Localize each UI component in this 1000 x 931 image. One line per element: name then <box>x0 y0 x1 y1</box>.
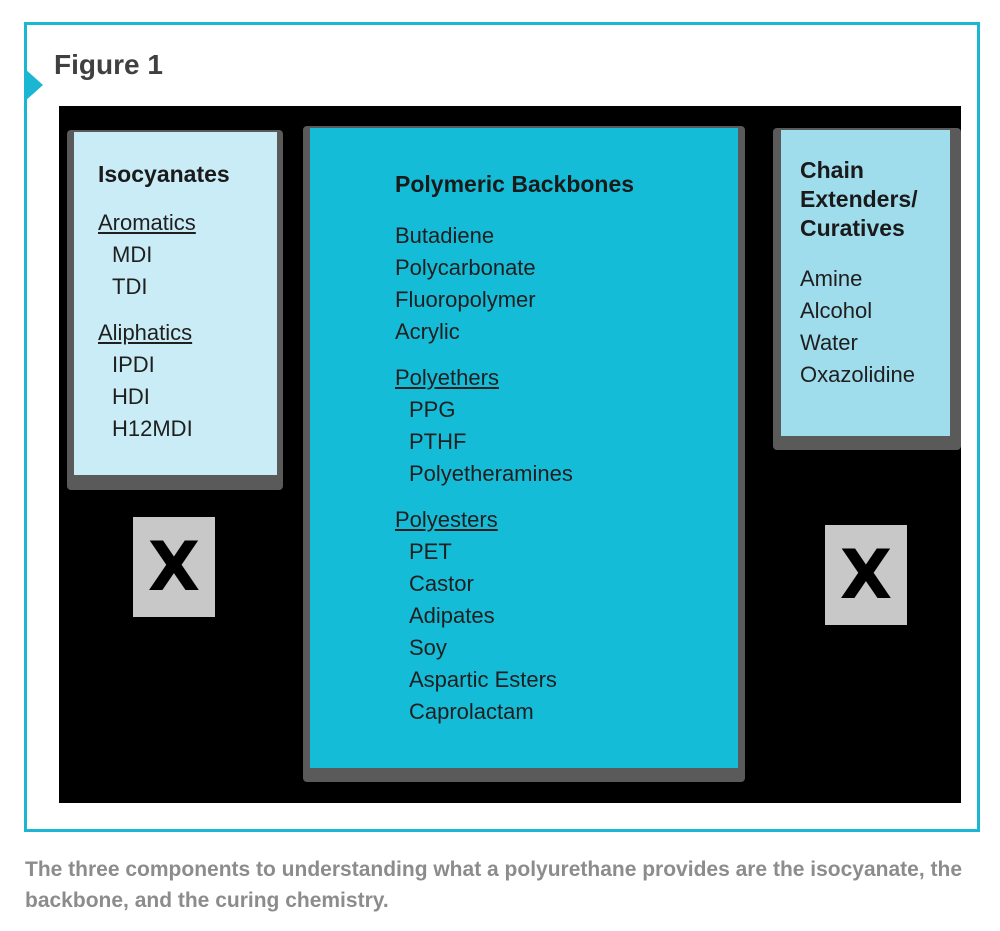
list-item: TDI <box>112 274 148 299</box>
list-item: H12MDI <box>112 416 193 441</box>
list-item: Water <box>800 330 858 355</box>
figure-caption: The three components to understanding wh… <box>25 858 963 912</box>
list-item: MDI <box>112 242 153 267</box>
list-item: Soy <box>409 635 447 660</box>
list-item: Amine <box>800 266 863 291</box>
isocyanates-box: Isocyanates Aromatics MDI TDI Aliphatics… <box>67 130 283 490</box>
list-item: PTHF <box>409 429 467 454</box>
backbones-panel: Polymeric Backbones Butadiene Polycarbon… <box>310 128 738 768</box>
curatives-heading: Chain Extenders/ Curatives <box>800 156 950 243</box>
list-item: Polyetheramines <box>409 461 573 486</box>
group-label-aromatics: Aromatics <box>98 210 196 235</box>
list-item: Oxazolidine <box>800 362 915 387</box>
curatives-panel: Chain Extenders/ Curatives Amine Alcohol… <box>781 130 950 436</box>
list-item: PPG <box>409 397 456 422</box>
list-item: IPDI <box>112 352 155 377</box>
heading-line: Chain <box>800 157 864 183</box>
group-label-polyesters: Polyesters <box>395 507 498 532</box>
list-item: Caprolactam <box>409 699 534 724</box>
diagram-canvas: Isocyanates Aromatics MDI TDI Aliphatics… <box>59 106 961 803</box>
list-item: PET <box>409 539 452 564</box>
heading-line: Curatives <box>800 215 905 241</box>
list-item: Alcohol <box>800 298 873 323</box>
list-item: Fluoropolymer <box>395 287 536 312</box>
figure-frame: Figure 1 Isocyanates Aromatics MDI TDI A… <box>24 22 980 832</box>
group-label-polyethers: Polyethers <box>395 365 499 390</box>
list-item: Castor <box>409 571 474 596</box>
multiply-operator: X <box>133 517 215 617</box>
backbones-heading: Polymeric Backbones <box>395 171 635 197</box>
isocyanates-heading: Isocyanates <box>98 161 230 187</box>
figure-title: Figure 1 <box>54 49 163 80</box>
list-item: Acrylic <box>395 319 460 344</box>
backbones-box: Polymeric Backbones Butadiene Polycarbon… <box>303 126 745 782</box>
list-item: HDI <box>112 384 150 409</box>
curatives-box: Chain Extenders/ Curatives Amine Alcohol… <box>773 128 961 450</box>
list-item: Aspartic Esters <box>409 667 557 692</box>
heading-line: Extenders/ <box>800 186 918 212</box>
list-item: Adipates <box>409 603 495 628</box>
figure-marker-triangle <box>24 68 43 102</box>
group-label-aliphatics: Aliphatics <box>98 320 193 345</box>
isocyanates-panel: Isocyanates Aromatics MDI TDI Aliphatics… <box>74 132 277 475</box>
list-item: Polycarbonate <box>395 255 536 280</box>
multiply-operator: X <box>825 525 907 625</box>
list-item: Butadiene <box>395 223 495 248</box>
